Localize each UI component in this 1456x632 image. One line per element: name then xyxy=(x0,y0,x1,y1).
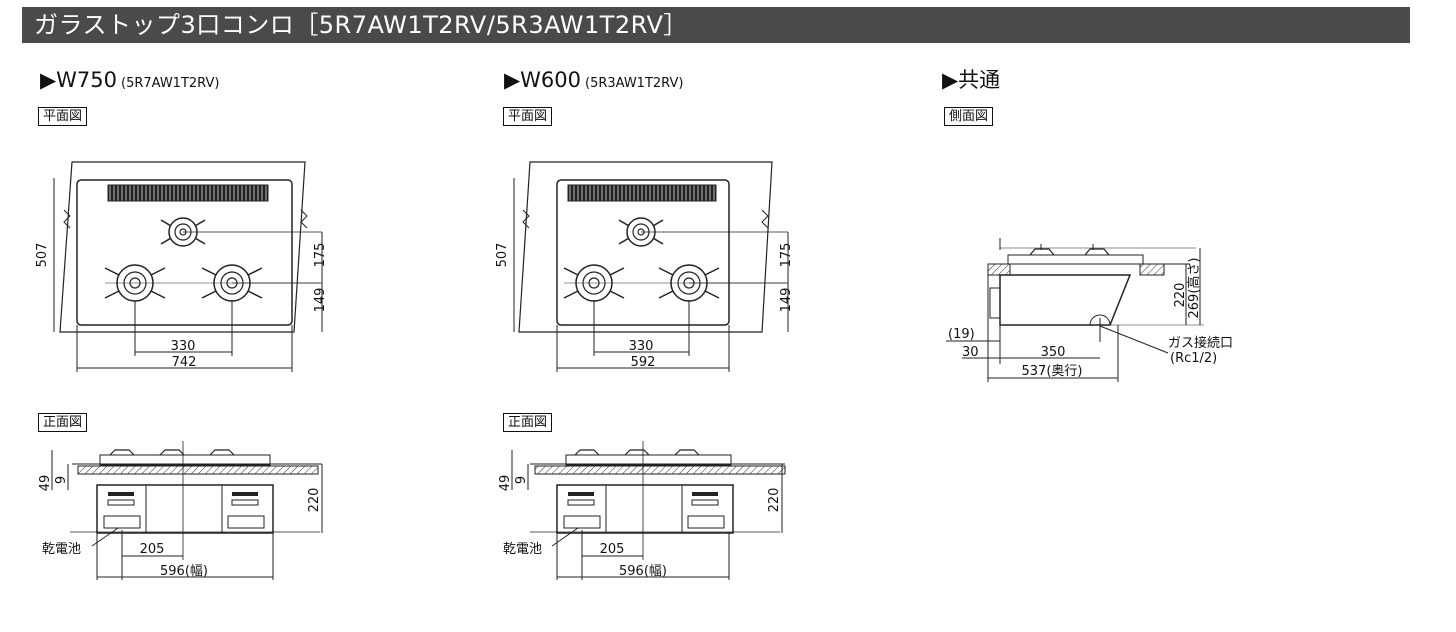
common-heading: ▶共通 xyxy=(942,68,1001,92)
common-side-offset-30: 30 xyxy=(962,345,979,360)
w600-battery-label: 乾電池 xyxy=(503,542,542,557)
common-side-view: 220 269(高さ) (19) 30 350 537(奥行) ガス接続口 (R… xyxy=(946,238,1233,382)
w750-front-h1: 49 xyxy=(38,475,53,492)
w750-depth-label: 507 xyxy=(35,243,50,268)
w750-width-label: 742 xyxy=(172,355,197,370)
w750-body-width: 596(幅) xyxy=(160,564,208,579)
w750-plan-tag: 平面図 xyxy=(38,107,88,126)
w750-front-tag: 正面図 xyxy=(38,413,88,432)
w600-burner-span-label: 330 xyxy=(629,339,654,354)
w750-front-height: 220 xyxy=(307,488,322,513)
w600-battery-offset: 205 xyxy=(600,542,625,557)
w600-front-spacing-label: 149 xyxy=(779,288,794,313)
w600-front-height: 220 xyxy=(767,488,782,513)
w600-rear-spacing-label: 175 xyxy=(779,243,794,268)
w600-plan-view: 507 175 149 330 592 xyxy=(495,161,794,372)
common-side-depth: 537(奥行) xyxy=(1022,364,1083,379)
w750-front-view: 49 9 220 乾電池 205 596(幅) xyxy=(38,441,323,580)
common-side-total-height: 269(高さ) xyxy=(1186,258,1202,319)
common-side-body-height: 220 xyxy=(1173,283,1188,308)
common-side-tag: 側面図 xyxy=(944,107,994,126)
page-title: ガラストップ3口コンロ［5R7AW1T2RV/5R3AW1T2RV］ xyxy=(22,7,1410,43)
w600-front-view: 49 9 220 乾電池 205 596(幅) xyxy=(498,441,786,580)
w600-heading: ▶W600 (5R3AW1T2RV) xyxy=(504,68,683,96)
common-side-gas-spec: (Rc1/2) xyxy=(1170,351,1217,366)
common-side-gas-label: ガス接続口 xyxy=(1168,335,1233,351)
w600-front-tag: 正面図 xyxy=(503,413,553,432)
w600-body-width: 596(幅) xyxy=(619,564,667,579)
w600-heading-text: ▶W600 xyxy=(504,68,581,92)
w750-front-h2: 9 xyxy=(54,476,69,484)
w750-heading-text: ▶W750 xyxy=(40,68,117,92)
w600-depth-label: 507 xyxy=(495,243,510,268)
common-side-offset-19: (19) xyxy=(948,327,975,342)
w600-width-label: 592 xyxy=(631,355,656,370)
w750-battery-offset: 205 xyxy=(140,542,165,557)
w750-rear-spacing-label: 175 xyxy=(313,243,328,268)
w750-plan-view: 507 175 149 330 742 xyxy=(35,161,328,372)
w600-plan-tag: 平面図 xyxy=(503,107,553,126)
w750-burner-span-label: 330 xyxy=(171,339,196,354)
w750-front-spacing-label: 149 xyxy=(313,288,328,313)
w600-model: (5R3AW1T2RV) xyxy=(585,76,684,91)
w750-model: (5R7AW1T2RV) xyxy=(121,76,220,91)
w600-front-h1: 49 xyxy=(498,475,513,492)
common-side-gas-offset: 350 xyxy=(1041,345,1066,360)
w600-front-h2: 9 xyxy=(514,476,529,484)
w750-heading: ▶W750 (5R7AW1T2RV) xyxy=(40,68,219,96)
w750-battery-label: 乾電池 xyxy=(42,542,81,557)
